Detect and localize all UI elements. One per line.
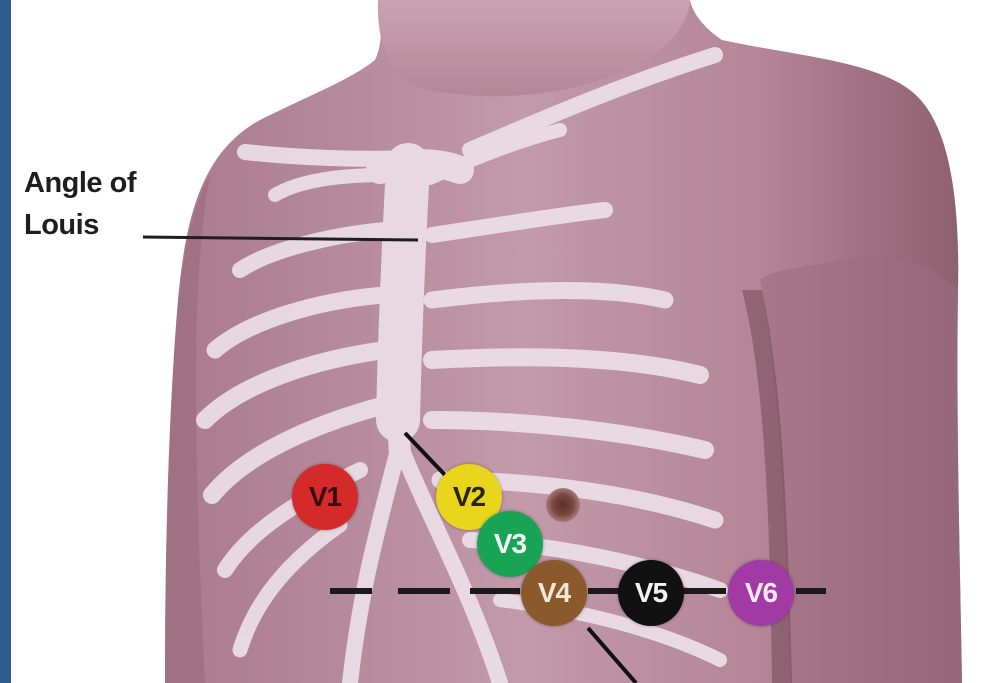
electrode-v5-label: V5 [635,577,667,609]
electrode-v5: V5 [618,560,684,626]
electrode-v2-label: V2 [453,481,485,513]
electrode-v3-label: V3 [494,528,526,560]
electrode-v6-label: V6 [745,577,777,609]
electrode-v1-label: V1 [309,481,341,513]
electrode-v1: V1 [292,464,358,530]
angle-of-louis-label-line2: Louis [24,208,99,242]
angle-of-louis-label-line1: Angle of [24,166,136,200]
left-frame-bar [0,0,11,683]
electrode-v4-label: V4 [538,577,570,609]
nipple-marker [546,488,580,522]
electrode-v4: V4 [521,560,587,626]
electrode-v6: V6 [728,560,794,626]
arm-shadow [760,256,962,683]
